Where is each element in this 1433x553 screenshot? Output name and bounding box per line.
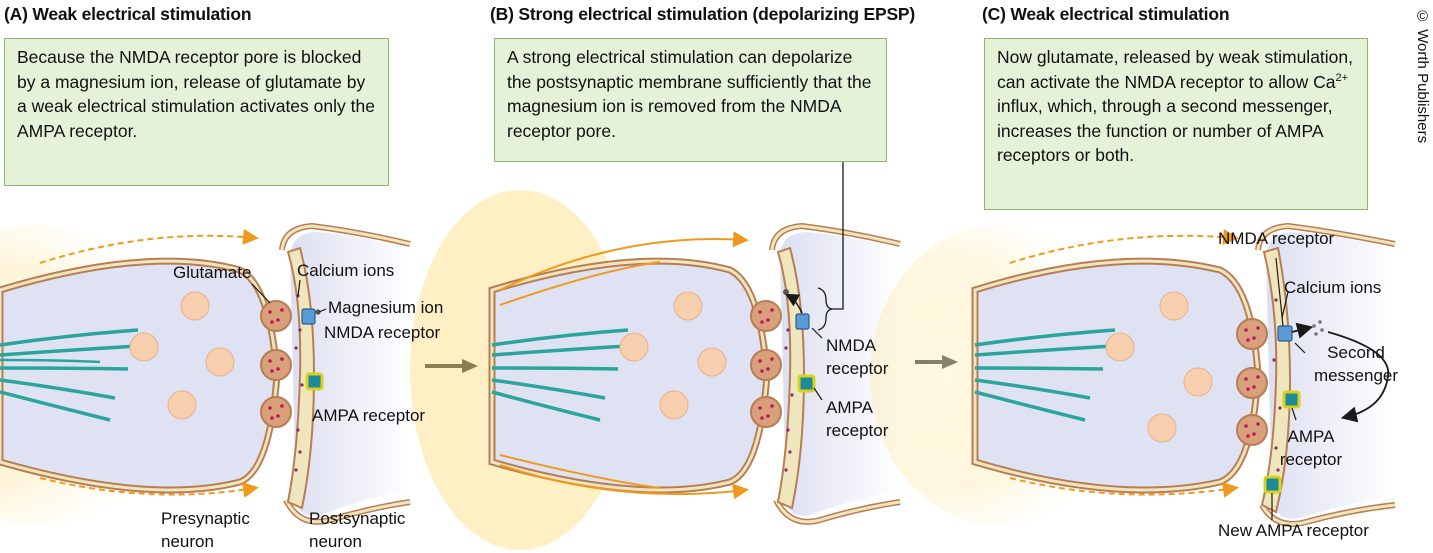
label-c-new-ampa-receptor: New AMPA receptor xyxy=(1218,521,1369,540)
label-c-calcium-ions: Calcium ions xyxy=(1284,278,1382,297)
panel-c-note: Now glutamate, released by weak stimulat… xyxy=(984,38,1368,210)
label-postsynaptic: Postsynaptic xyxy=(309,509,406,528)
label-nmda-receptor: NMDA receptor xyxy=(324,323,441,342)
panel-c-note-superscript: 2+ xyxy=(1335,71,1349,84)
panel-b-title: (B) Strong electrical stimulation (depol… xyxy=(490,4,916,24)
label-presynaptic-neuron: neuron xyxy=(161,532,214,551)
label-c-ampa: AMPA xyxy=(1287,427,1335,446)
panel-c-note-text-end: influx, which, through a second messenge… xyxy=(997,96,1333,165)
panel-b-diagram xyxy=(410,162,901,550)
label-c-nmda-receptor: NMDA receptor xyxy=(1218,229,1335,248)
credit-line: © Worth Publishers xyxy=(1414,8,1431,144)
label-glutamate: Glutamate xyxy=(173,263,252,282)
label-c-ampa-receptor: receptor xyxy=(1279,450,1343,469)
panel-a-note: Because the NMDA receptor pore is blocke… xyxy=(4,38,389,186)
label-magnesium-ion: Magnesium ion xyxy=(328,298,444,317)
label-b-nmda-receptor: receptor xyxy=(826,359,889,378)
panel-c-note-text: Now glutamate, released by weak stimulat… xyxy=(997,47,1354,92)
label-c-second: Second xyxy=(1327,343,1385,362)
label-calcium-ions: Calcium ions xyxy=(297,261,395,280)
label-b-nmda: NMDA xyxy=(826,336,877,355)
label-postsynaptic-neuron: neuron xyxy=(309,532,362,551)
panel-a-diagram xyxy=(0,222,411,525)
panel-a-title: (A) Weak electrical stimulation xyxy=(4,4,252,24)
label-b-ampa: AMPA xyxy=(826,398,873,417)
panel-b-note: A strong electrical stimulation can depo… xyxy=(494,38,887,162)
label-ampa-receptor: AMPA receptor xyxy=(312,406,426,425)
panel-c-title: (C) Weak electrical stimulation xyxy=(982,4,1230,24)
panel-c-diagram xyxy=(870,222,1396,527)
label-c-second-messenger: messenger xyxy=(1313,366,1399,385)
label-presynaptic: Presynaptic xyxy=(161,509,250,528)
label-b-ampa-receptor: receptor xyxy=(826,421,889,440)
